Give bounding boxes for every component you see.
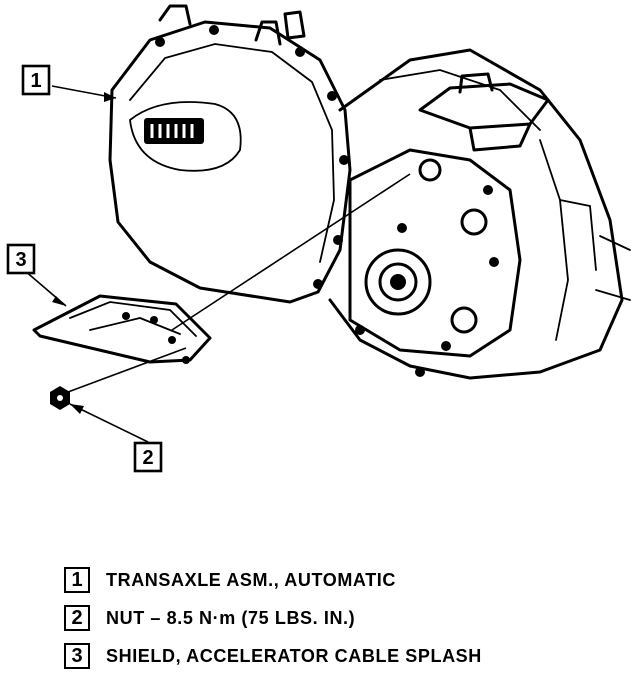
transaxle-assembly	[108, 4, 631, 380]
legend-number-box: 2	[64, 605, 90, 631]
callout-1: 1	[21, 64, 51, 96]
shield-mounting-line	[171, 173, 411, 331]
legend-number-box: 1	[64, 567, 90, 593]
legend-item-transaxle: 1 TRANSAXLE ASM., AUTOMATIC	[64, 566, 624, 594]
svg-text:2: 2	[142, 447, 153, 469]
legend-item-nut: 2 NUT – 8.5 N·m (75 LBS. IN.)	[64, 604, 624, 632]
parts-legend: 1 TRANSAXLE ASM., AUTOMATIC 2 NUT – 8.5 …	[64, 566, 624, 680]
svg-text:1: 1	[30, 70, 41, 92]
legend-label: NUT – 8.5 N·m (75 LBS. IN.)	[106, 607, 356, 628]
legend-label: TRANSAXLE ASM., AUTOMATIC	[106, 569, 396, 590]
nut-mounting-line	[67, 347, 187, 393]
transaxle-exploded-diagram: 1 3 2	[6, 4, 631, 473]
svg-text:3: 3	[15, 249, 26, 271]
accelerator-cable-splash-shield	[32, 294, 212, 364]
callout-2: 2	[133, 441, 163, 473]
callout-2-leader	[69, 403, 149, 443]
legend-label: SHIELD, ACCELERATOR CABLE SPLASH	[106, 645, 482, 666]
legend-number-box: 3	[64, 643, 90, 669]
nut-part	[50, 386, 70, 410]
legend-item-shield: 3 SHIELD, ACCELERATOR CABLE SPLASH	[64, 642, 624, 670]
callout-3: 3	[6, 243, 36, 275]
